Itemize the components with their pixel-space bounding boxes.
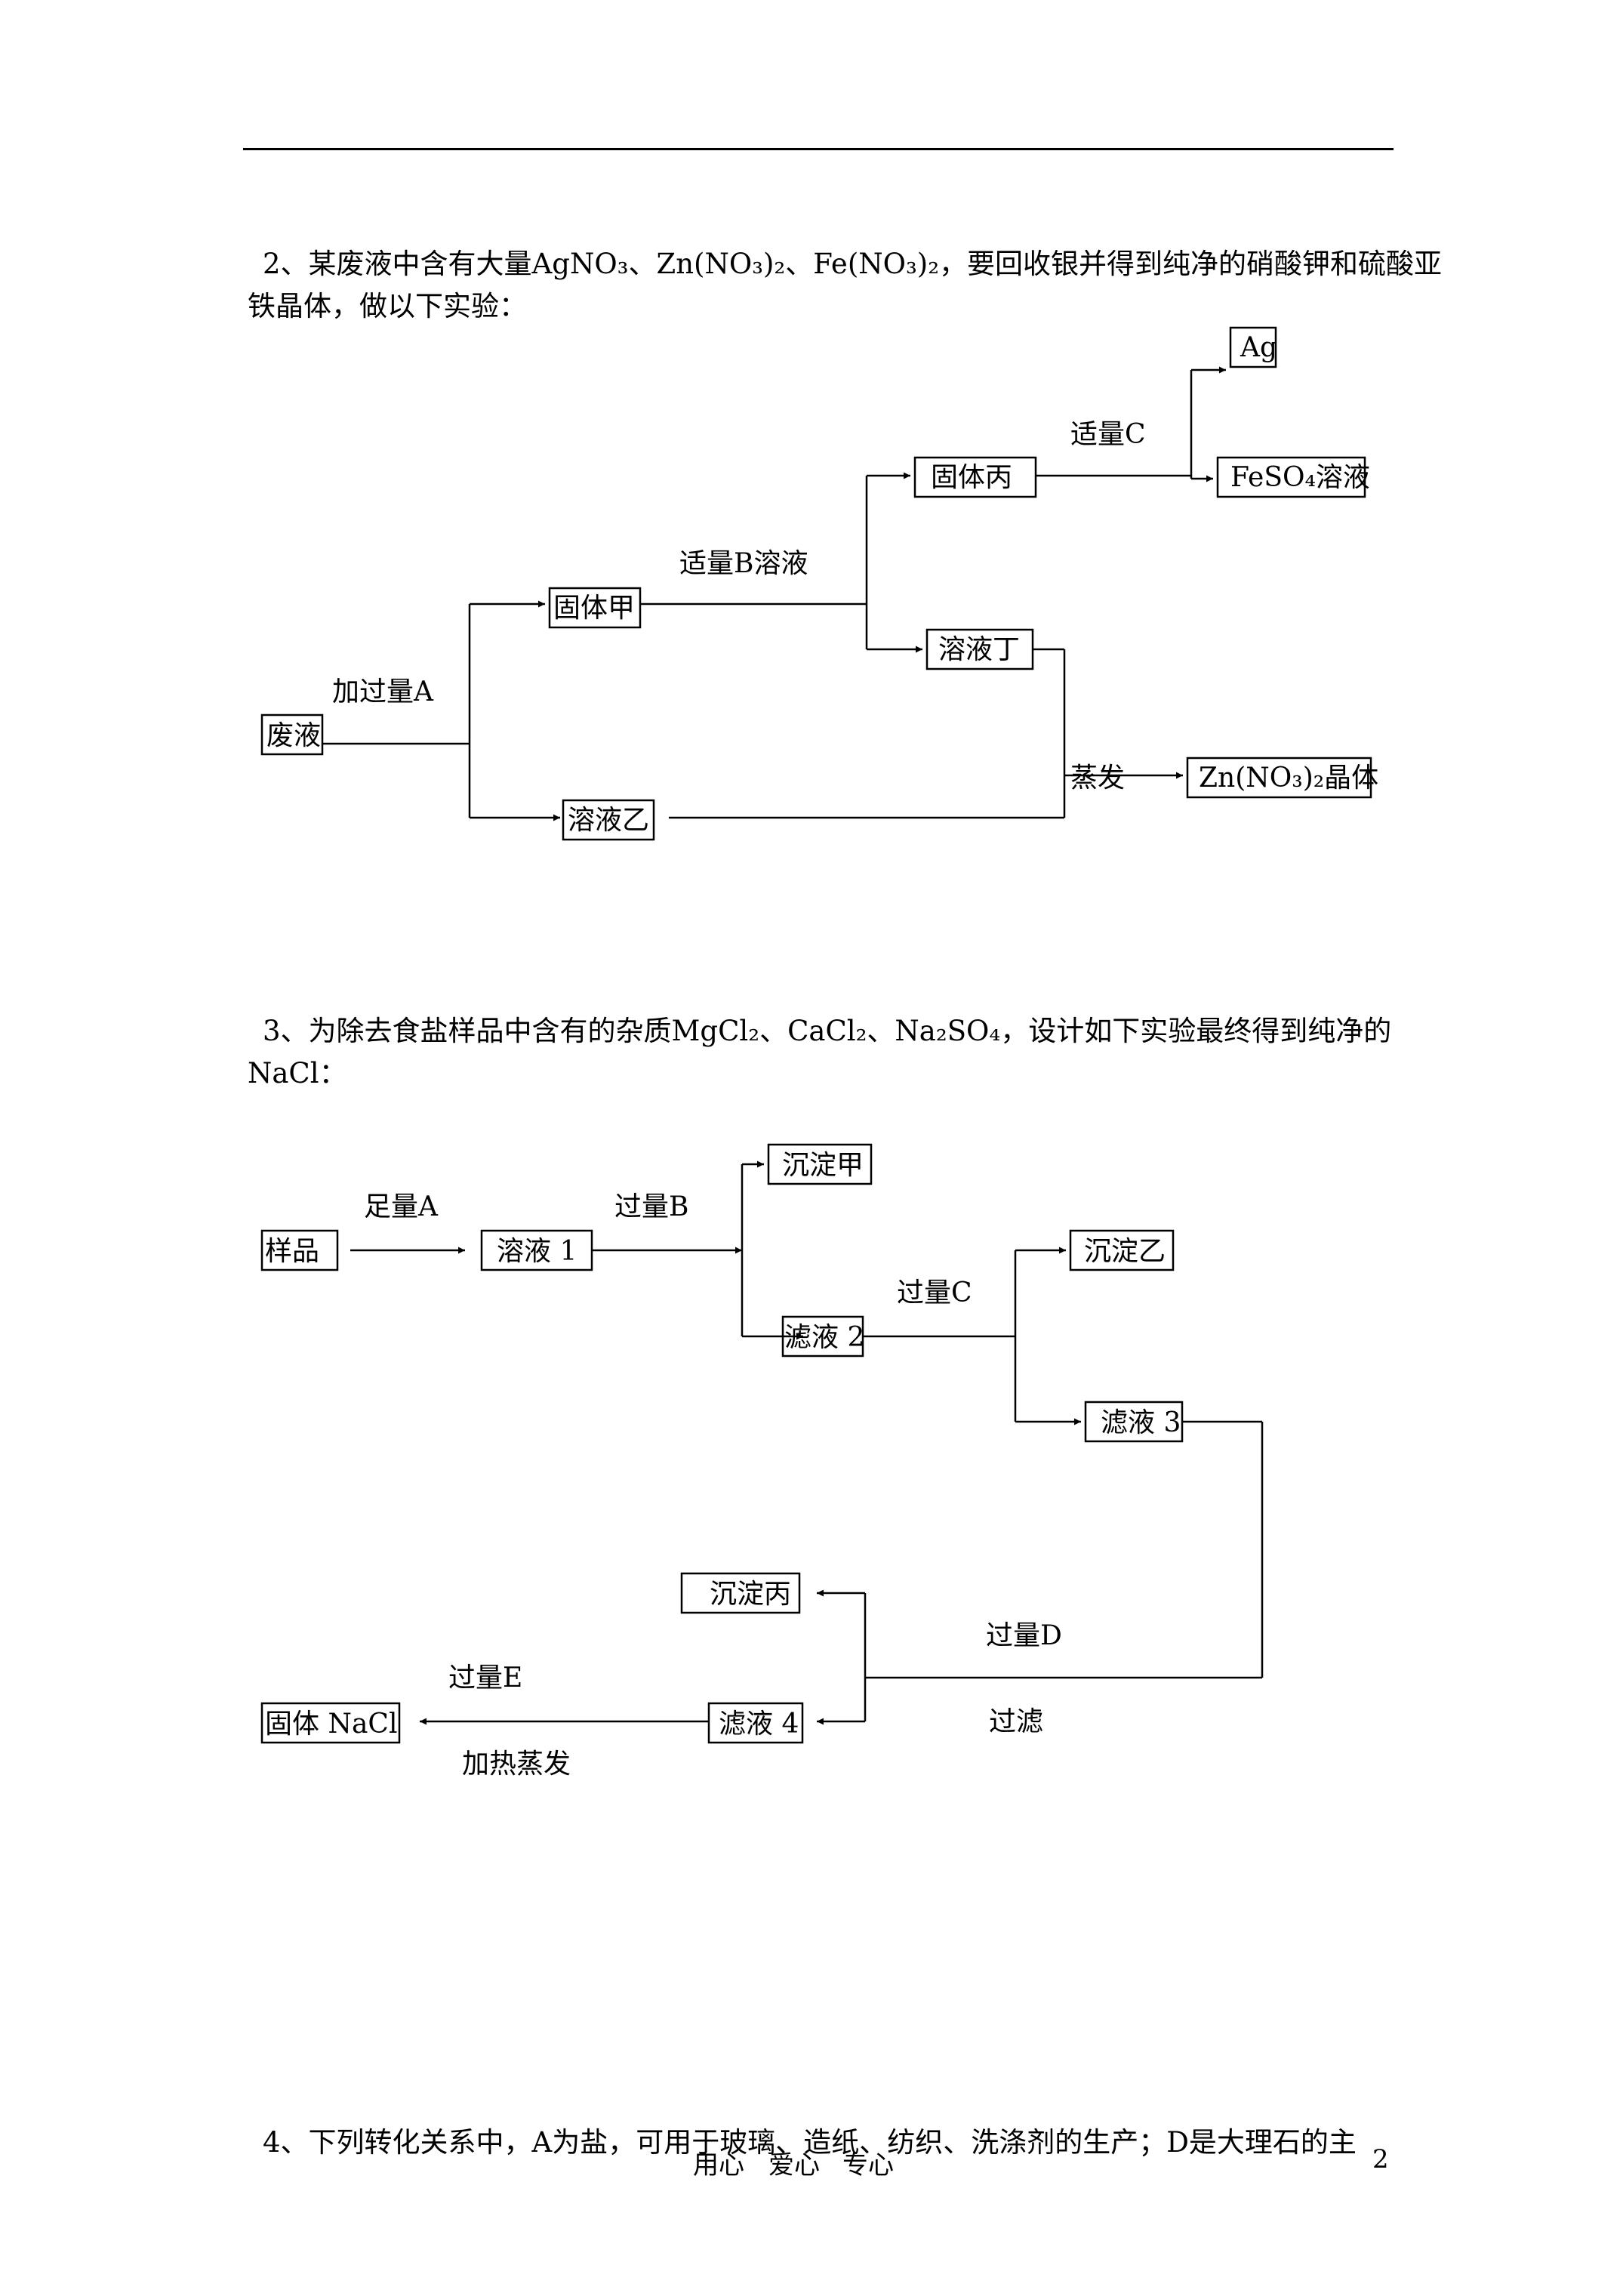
- question-3-line-1: 3、为除去食盐样品中含有的杂质MgCl₂、CaCl₂、Na₂SO₄，设计如下实验…: [263, 1015, 1392, 1047]
- node-rongye-yi: 溶液乙: [568, 805, 649, 836]
- node-guti-bing: 固体丙: [931, 462, 1012, 493]
- diagram-question-2: [260, 326, 1372, 841]
- question-2-line-1: 2、某废液中含有大量AgNO₃、Zn(NO₃)₂、Fe(NO₃)₂，要回收银并得…: [263, 248, 1443, 280]
- header-rule: [243, 148, 1394, 150]
- label-excess-b: 过量B: [614, 1191, 688, 1222]
- node-filtrate3: 滤液 3: [1101, 1407, 1181, 1438]
- label-excess-e: 过量E: [448, 1663, 522, 1693]
- node-ag: Ag: [1240, 332, 1277, 363]
- node-rongye-ding: 溶液丁: [938, 634, 1020, 665]
- node-filtrate2: 滤液 2: [784, 1322, 864, 1353]
- label-excess-c: 过量C: [897, 1277, 972, 1308]
- question-2-line-2: 铁晶体，做以下实验：: [248, 290, 527, 322]
- question-2-text: 2、某废液中含有大量AgNO₃、Zn(NO₃)₂、Fe(NO₃)₂，要回收银并得…: [248, 243, 1443, 328]
- node-box-guti-bing: [913, 456, 1037, 498]
- node-sample: 样品: [265, 1236, 319, 1267]
- label-evaporate: 蒸发: [1070, 763, 1125, 794]
- label-c: 适量C: [1070, 419, 1146, 450]
- node-box-rongye-yi: [562, 799, 655, 841]
- label-heat-evaporate: 加热蒸发: [462, 1749, 571, 1780]
- footer-text-left: 用心: [693, 2150, 744, 2180]
- diagram-question-2-text: 废液 固体甲 溶液乙 固体丙 溶液丁 Ag FeSO₄溶液 Zn(NO₃)₂晶体…: [266, 332, 1378, 836]
- page-number: 2: [1372, 2144, 1389, 2174]
- node-box-feiye: [260, 713, 324, 756]
- node-box-ppt-bing: [680, 1572, 801, 1614]
- label-filter: 过滤: [989, 1706, 1043, 1737]
- node-box-zn-crystal: [1186, 757, 1372, 799]
- node-ppt-jia: 沉淀甲: [782, 1150, 864, 1181]
- footer-text-middle: 爱心: [768, 2150, 820, 2180]
- question-4-line-1: 4、下列转化关系中，A为盐，可用于玻璃、造纸、纺织、洗涤剂的生产；D是大理石的主: [263, 2126, 1357, 2159]
- label-add-a: 加过量A: [332, 676, 434, 707]
- label-b-solution: 适量B溶液: [679, 548, 808, 579]
- node-box-ppt-yi: [1069, 1229, 1175, 1271]
- diagram-question-3: [260, 1143, 1264, 1744]
- node-box-sample: [260, 1229, 339, 1271]
- node-box-ag: [1229, 326, 1277, 368]
- node-ppt-bing: 沉淀丙: [710, 1579, 791, 1610]
- node-box-feso4: [1216, 456, 1366, 498]
- node-filtrate4: 滤液 4: [719, 1709, 799, 1740]
- question-3-text: 3、为除去食盐样品中含有的杂质MgCl₂、CaCl₂、Na₂SO₄，设计如下实验…: [248, 1010, 1395, 1095]
- footer-text-right: 专心: [842, 2150, 894, 2180]
- node-box-filtrate4: [707, 1702, 804, 1744]
- question-4-text: 4、下列转化关系中，A为盐，可用于玻璃、造纸、纺织、洗涤剂的生产；D是大理石的主: [248, 2122, 1395, 2164]
- node-box-ppt-jia: [767, 1143, 873, 1185]
- node-feso4: FeSO₄溶液: [1230, 462, 1370, 493]
- node-guti-jia: 固体甲: [553, 593, 635, 624]
- node-zn-crystal: Zn(NO₃)₂晶体: [1199, 763, 1378, 794]
- node-solid-nacl: 固体 NaCl: [265, 1709, 397, 1740]
- node-feiye: 废液: [266, 720, 321, 751]
- node-solution1: 溶液 1: [497, 1236, 577, 1267]
- node-box-solid-nacl: [260, 1702, 401, 1744]
- diagram-question-3-text: 样品 溶液 1 沉淀甲 滤液 2 沉淀乙 滤液 3 沉淀丙 滤液 4 固体 Na…: [265, 1150, 1181, 1780]
- node-box-guti-jia: [548, 587, 642, 629]
- node-ppt-yi: 沉淀乙: [1084, 1236, 1166, 1267]
- label-excess-d: 过量D: [986, 1620, 1062, 1651]
- label-sufficient-a: 足量A: [364, 1191, 439, 1222]
- question-3-line-2: NaCl：: [248, 1057, 347, 1089]
